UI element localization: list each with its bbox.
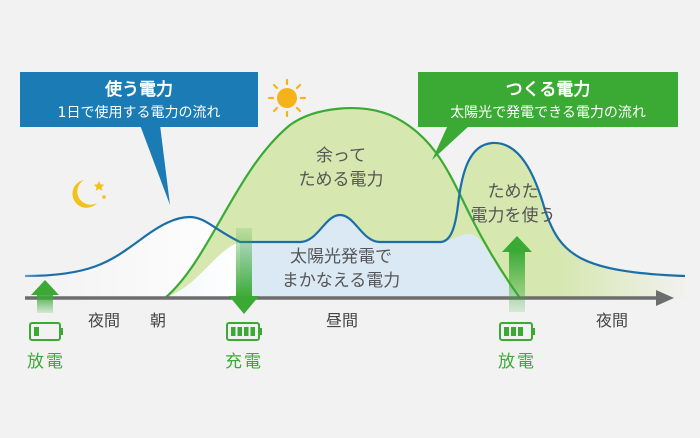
star-icon: [93, 181, 105, 191]
small-star-icon: [102, 195, 106, 199]
generation-line: [164, 107, 521, 299]
timeline-night-right: 夜間: [596, 311, 628, 330]
evening-fade: [560, 140, 690, 300]
battery-icon-partial: [499, 322, 535, 341]
battery-icon-full: [226, 322, 262, 341]
stored-label-line2: 電力を使う: [471, 205, 556, 226]
battery-icon-low: [29, 322, 63, 341]
solar-label-line1: 太陽光発電で: [290, 247, 392, 267]
usage-line: [24, 141, 686, 278]
generation-callout: つくる電力 太陽光で発電できる電力の流れ: [418, 72, 678, 160]
solar-label-line2: まかなえる電力: [282, 271, 401, 291]
usage-callout: 使う電力 1日で使用する電力の流れ: [20, 72, 258, 205]
usage-callout-title: 使う電力: [104, 79, 173, 100]
moon-icon: [72, 180, 106, 208]
charge-label: 充電: [225, 352, 263, 372]
timeline-night-left: 夜間: [88, 311, 120, 330]
charge-arrow: [229, 228, 259, 314]
surplus-area: [165, 108, 520, 298]
surplus-label-line1: 余って: [316, 146, 366, 166]
discharge-right-label: 放電: [498, 352, 536, 372]
generation-callout-title: つくる電力: [506, 79, 591, 100]
timeline-daytime: 昼間: [326, 311, 358, 330]
usage-callout-subtitle: 1日で使用する電力の流れ: [58, 104, 221, 121]
discharge-right-arrow: [502, 236, 532, 312]
sun-icon: [267, 78, 307, 118]
timeline-morning: 朝: [150, 311, 166, 330]
timeline-arrowhead: [656, 290, 674, 306]
generation-callout-subtitle: 太陽光で発電できる電力の流れ: [450, 105, 646, 121]
surplus-label-line2: ためる電力: [299, 170, 384, 190]
stored-label-line1: ためた: [488, 182, 539, 202]
left-fade: [0, 240, 40, 300]
discharge-left-label: 放電: [27, 352, 65, 372]
discharge-left-arrow: [31, 280, 59, 313]
solar-covered-area: [165, 215, 520, 298]
